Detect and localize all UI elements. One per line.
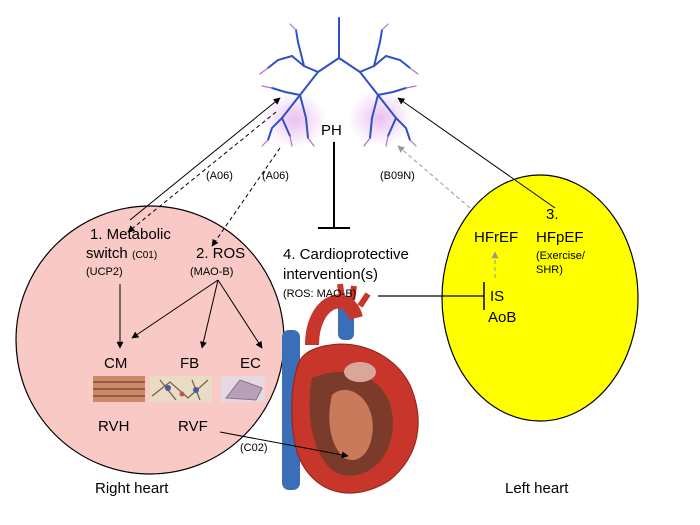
arrow-hfpef-to-lungs: [397, 97, 556, 209]
metabolic-switch-word: switch: [86, 245, 128, 262]
metabolic-code-c01: (C01): [132, 250, 158, 261]
code-b09n: (B09N): [380, 170, 415, 182]
arrow-c02-to-heart: [219, 431, 349, 459]
arrow-hfref-to-lungs: [397, 145, 471, 209]
code-c02: (C02): [240, 442, 268, 454]
hfpef-number: 3.: [546, 206, 559, 223]
right-heart-caption: Right heart: [95, 480, 169, 497]
arrow-lungs-to-ros: [211, 147, 281, 247]
lungs-illustration: [259, 17, 419, 148]
arrow-maob-to-cm: [131, 279, 219, 339]
arrow-maob-to-ec: [217, 279, 263, 349]
ec-label: EC: [240, 355, 261, 372]
arrow-metabolic-to-lungs: [129, 97, 281, 221]
intervention-detail: (ROS: MAO-B): [283, 288, 357, 300]
code-a06-right: (A06): [262, 170, 289, 182]
fb-label: FB: [180, 355, 200, 372]
intervention-subtitle: intervention(s): [283, 266, 379, 283]
heart-illustration: [282, 283, 419, 494]
intervention-title: 4. Cardioprotective: [283, 246, 409, 263]
hfpef-model-line2: SHR): [536, 264, 563, 276]
ph-label: PH: [321, 122, 342, 139]
mao-b-label: (MAO-B): [190, 266, 234, 278]
arrow-maob-to-fb: [200, 279, 219, 349]
ucp2-label: (UCP2): [86, 266, 123, 278]
ros-label: 2. ROS: [196, 245, 246, 262]
code-a06-left: (A06): [206, 170, 233, 182]
arrow-lungs-to-metabolic: [127, 111, 277, 233]
aob-label: AoB: [488, 309, 517, 326]
cm-label: CM: [104, 355, 128, 372]
left-heart-ellipse: [441, 174, 639, 422]
endothelial-cell-image: [221, 376, 265, 402]
cardiomyocyte-image: [93, 376, 145, 402]
hfpef-label: HFpEF: [536, 229, 584, 246]
hfref-label: HFrEF: [474, 229, 519, 246]
rvh-label: RVH: [98, 418, 130, 435]
metabolic-switch-title: 1. Metabolic: [90, 226, 171, 243]
fibroblast-image: [150, 376, 212, 402]
hfpef-model-line1: (Exercise/: [536, 250, 585, 262]
rvf-label: RVF: [178, 418, 208, 435]
connector-arrows: [116, 97, 556, 459]
metabolic-switch-line: switch (C01): [86, 245, 157, 263]
is-label: IS: [490, 288, 505, 305]
left-heart-caption: Left heart: [505, 480, 569, 497]
